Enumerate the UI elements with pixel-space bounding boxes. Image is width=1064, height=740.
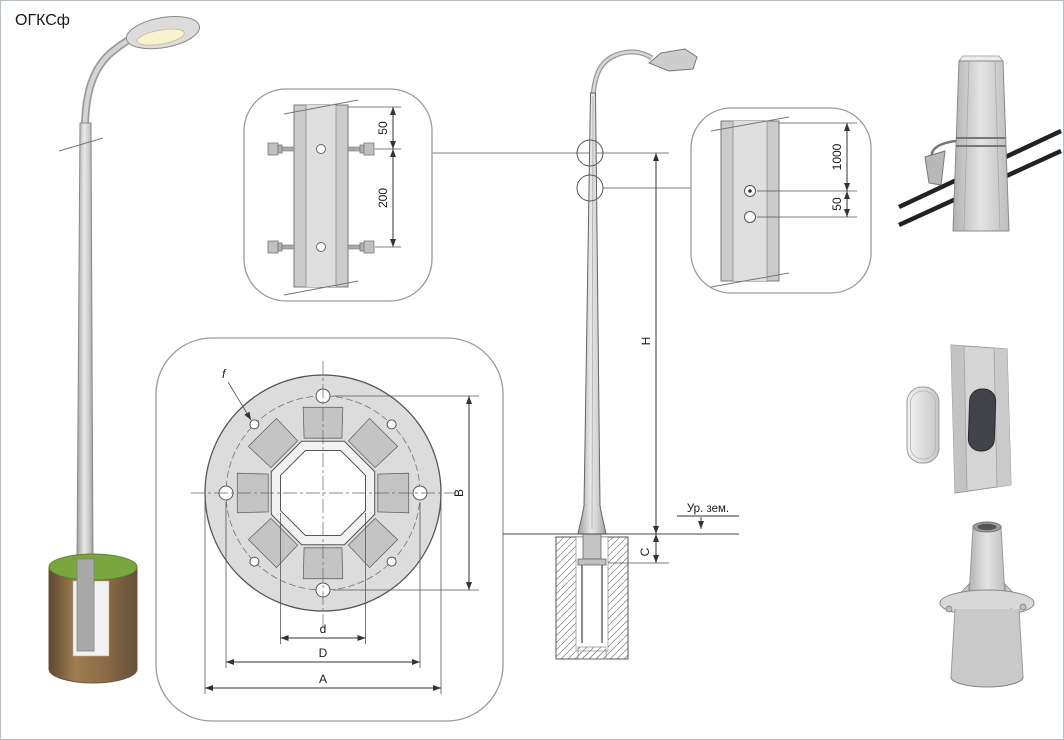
- base-stub: [968, 526, 1006, 598]
- pole-3d-render: [48, 16, 201, 684]
- flange-base-render: [939, 521, 1035, 688]
- bolt-row-bottom: [267, 240, 375, 254]
- dim-label-c: C: [638, 547, 652, 556]
- detail-marker-top: [576, 139, 604, 167]
- door-cover: [906, 386, 940, 464]
- cable-hole: [744, 211, 756, 223]
- foundation-section: [555, 533, 629, 660]
- product-code-label: ОГКСф: [15, 12, 70, 29]
- dim-label-50-edge: 50: [376, 121, 390, 135]
- bolt-detail-callout: 50 200: [243, 88, 433, 302]
- detail-marker-bottom: [576, 174, 604, 202]
- dim-label-a: A: [319, 672, 327, 686]
- dim-label-1000: 1000: [830, 143, 844, 170]
- flange-bolt-holes: [218, 388, 428, 598]
- dim-label-b: B: [452, 489, 466, 497]
- pole-shaft-3d: [76, 122, 94, 562]
- base-skirt: [950, 608, 1024, 688]
- cable-clamp-render: [898, 55, 1062, 232]
- dim-label-h: H: [639, 337, 653, 346]
- foundation-3d: [48, 553, 138, 684]
- flange-plan-callout: f B d D A: [155, 337, 504, 722]
- hole-detail-callout: 1000 50: [690, 107, 872, 294]
- luminaire-elevation: [648, 48, 698, 72]
- pole-elevation: H C Ур. зем.: [503, 48, 739, 660]
- wedge-clamp: [924, 150, 946, 186]
- luminaire-3d: [125, 16, 201, 50]
- door-opening: [967, 388, 997, 452]
- dim-label-200-spacing: 200: [376, 188, 390, 208]
- bolt-row-top: [267, 142, 375, 156]
- ground-level-label: Ур. зем.: [687, 503, 729, 515]
- callout-leaders: [432, 152, 691, 189]
- dim-label-big-d: D: [319, 646, 328, 660]
- dim-label-d: d: [320, 622, 327, 636]
- dim-label-f: f: [222, 367, 227, 381]
- hatch-door-render: [906, 344, 1012, 494]
- dim-label-50-offset: 50: [830, 197, 844, 211]
